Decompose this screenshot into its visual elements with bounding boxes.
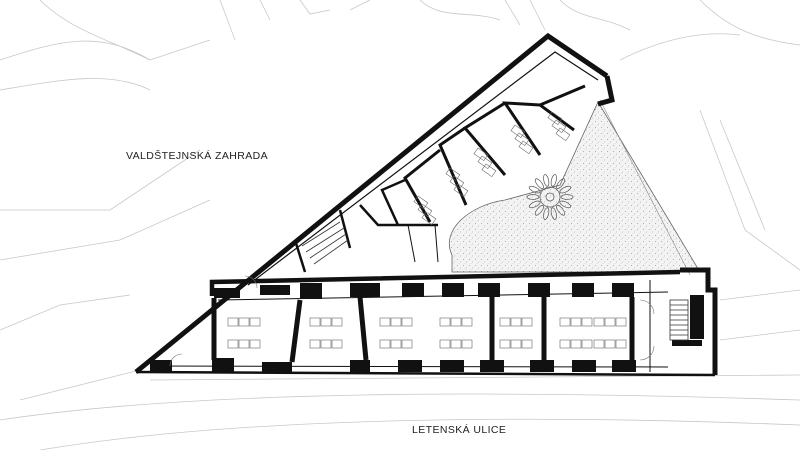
courtyard — [448, 99, 701, 276]
partition-walls — [211, 280, 651, 372]
tree-rosette — [526, 174, 574, 220]
wall-piers — [150, 283, 704, 372]
building-walls — [134, 32, 718, 377]
desk-furniture — [227, 317, 627, 349]
stair-core — [301, 221, 689, 341]
door-swings — [169, 275, 655, 367]
street-label: LETENSKÁ ULICE — [412, 424, 507, 436]
wing-desk-furniture — [413, 111, 571, 226]
garden-label: VALDŠTEJNSKÁ ZAHRADA — [126, 150, 269, 162]
